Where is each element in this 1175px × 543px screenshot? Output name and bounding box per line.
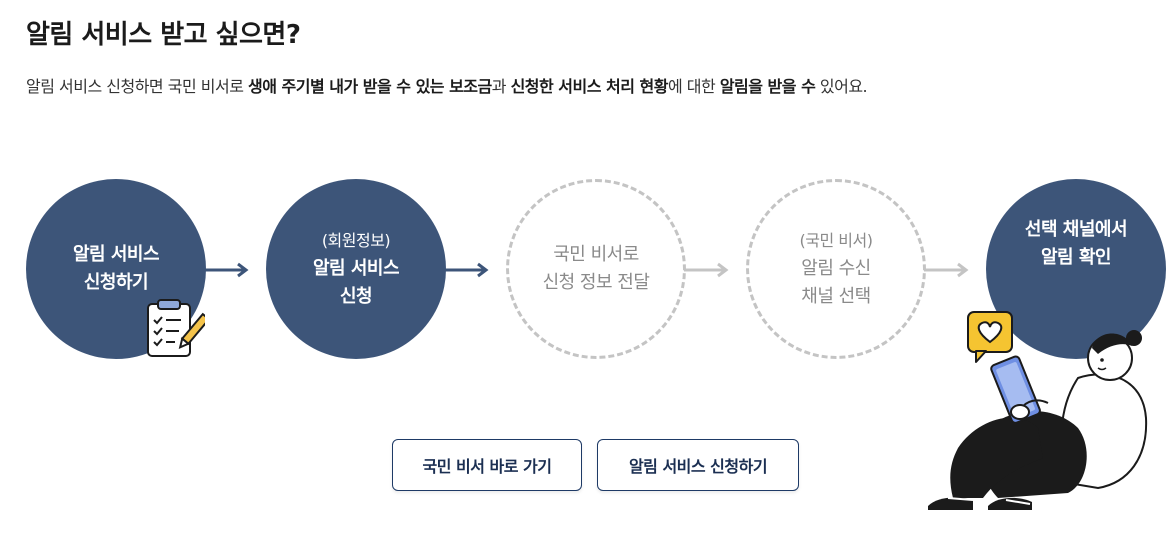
step-label-line2: 알림 확인 [1040, 247, 1112, 268]
clipboard-pencil-icon [147, 299, 205, 357]
step-label-line1: 알림 서비스 [72, 244, 160, 265]
step-note: (회원정보) [321, 231, 391, 250]
highlight-alert: 알림을 받을 수 [719, 77, 816, 96]
step-check-alert: 선택 채널에서 알림 확인 [986, 179, 1166, 359]
step-label-line2: 신청 [339, 286, 373, 307]
arrow-right-icon [684, 262, 729, 278]
step-member-service-apply: (회원정보) 알림 서비스 신청 [266, 179, 446, 359]
step-note: (국민 비서) [799, 231, 873, 250]
person-reading-tablet-icon [928, 311, 1148, 510]
step-label-line2: 채널 선택 [801, 286, 871, 307]
highlight-status: 신청한 서비스 처리 현황 [510, 77, 669, 96]
apply-alert-service-button[interactable]: 알림 서비스 신청하기 [597, 439, 799, 491]
step-label-line1: 알림 서비스 [312, 258, 400, 279]
step-label-line2: 신청하기 [83, 272, 149, 293]
step-label-line1: 알림 수신 [801, 258, 871, 279]
go-secretary-button[interactable]: 국민 비서 바로 가기 [392, 439, 582, 491]
arrow-right-icon [924, 262, 969, 278]
step-label-line2: 신청 정보 전달 [542, 272, 650, 293]
arrow-right-icon [204, 262, 249, 278]
step-deliver-info: 국민 비서로 신청 정보 전달 [506, 179, 686, 359]
step-select-channel: (국민 비서) 알림 수신 채널 선택 [746, 179, 926, 359]
arrow-right-icon [444, 262, 489, 278]
step-label-line1: 선택 채널에서 [1024, 219, 1128, 240]
page-title: 알림 서비스 받고 싶으면? [26, 20, 301, 50]
highlight-subsidy: 생애 주기별 내가 받을 수 있는 보조금 [248, 77, 492, 96]
step-apply-service: 알림 서비스 신청하기 [26, 179, 206, 359]
service-description: 알림 서비스 신청하면 국민 비서로 생애 주기별 내가 받을 수 있는 보조금… [26, 77, 868, 96]
step-label-line1: 국민 비서로 [553, 244, 639, 265]
